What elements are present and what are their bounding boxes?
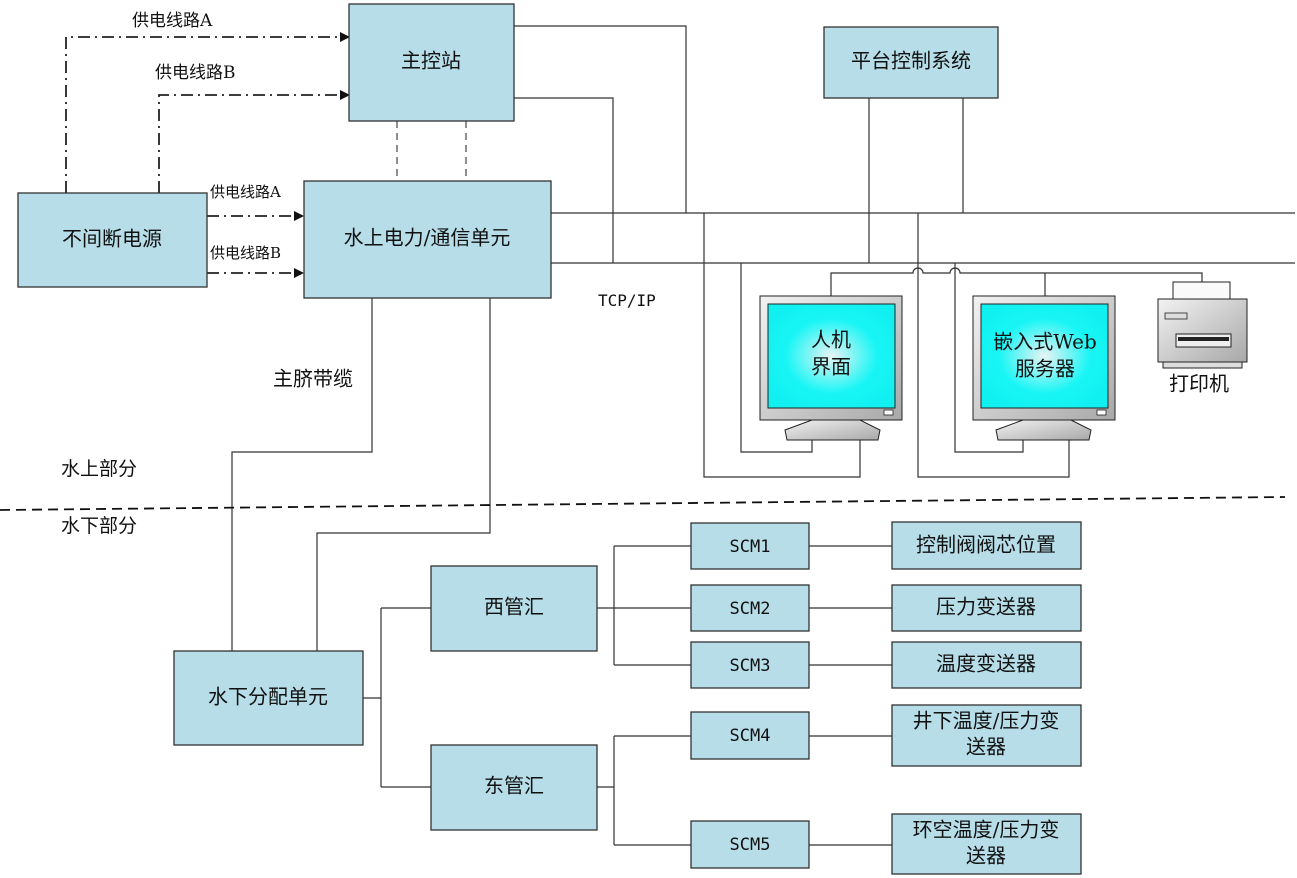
umbilical-cable	[231, 298, 491, 651]
supply-line-a-label: 供电线路A	[132, 11, 213, 31]
supply-line-a-label: 供电线路A	[210, 183, 281, 201]
scm5-box[interactable]	[690, 820, 810, 869]
tcpip-label: TCP/IP	[598, 291, 656, 310]
scm3-box[interactable]	[690, 641, 810, 689]
supply-line-b-label: 供电线路B	[210, 244, 281, 262]
subsea-distribution-box[interactable]	[173, 650, 364, 746]
pressure-transmitter-label: 压力变送器	[936, 595, 1036, 619]
scm1-box[interactable]	[690, 522, 810, 570]
subsea-connections	[363, 545, 892, 846]
platform-control-label: 平台控制系统	[851, 49, 971, 73]
supply-line-b-label: 供电线路B	[155, 63, 236, 83]
scm5-label: SCM5	[730, 835, 771, 855]
main-station-box[interactable]	[348, 3, 515, 122]
web-server-label-line2: 服务器	[1015, 357, 1075, 381]
west-manifold-box[interactable]	[430, 565, 598, 652]
water-line	[0, 496, 1286, 511]
downhole-transmitter-line1: 井下温度/压力变	[913, 709, 1060, 733]
below-water-label: 水下部分	[61, 515, 137, 537]
temperature-transmitter-box[interactable]	[891, 641, 1082, 689]
network-bus	[514, 25, 1295, 478]
platform-control-box[interactable]	[823, 26, 999, 99]
east-manifold-box[interactable]	[430, 744, 598, 831]
valve-position-label: 控制阀阀芯位置	[916, 533, 1056, 557]
scm4-box[interactable]	[690, 711, 810, 760]
web-server-label-line1: 嵌入式Web	[993, 330, 1097, 354]
scm4-label: SCM4	[730, 726, 771, 746]
umbilical-label: 主脐带缆	[273, 367, 353, 391]
valve-position-box[interactable]	[891, 521, 1082, 570]
above-water-label: 水上部分	[61, 458, 137, 480]
annulus-transmitter-line2: 送器	[966, 844, 1006, 868]
control-link	[396, 121, 467, 181]
scm3-label: SCM3	[730, 656, 771, 676]
downhole-transmitter-box[interactable]	[891, 704, 1082, 767]
pressure-transmitter-box[interactable]	[891, 584, 1082, 632]
temperature-transmitter-label: 温度变送器	[936, 652, 1036, 676]
annulus-transmitter-line1: 环空温度/压力变	[913, 818, 1060, 842]
ups-label: 不间断电源	[62, 227, 162, 251]
hmi-label-line1: 人机	[811, 328, 851, 352]
east-manifold-label: 东管汇	[484, 774, 544, 798]
subsea-distribution-label: 水下分配单元	[208, 685, 328, 709]
ups-box[interactable]	[17, 192, 208, 288]
scm2-box[interactable]	[690, 584, 810, 632]
supply-lines	[65, 32, 350, 278]
scm2-label: SCM2	[730, 599, 771, 619]
printer-icon[interactable]	[1157, 281, 1248, 369]
hmi-monitor-icon[interactable]	[759, 295, 903, 441]
scm1-label: SCM1	[730, 537, 771, 557]
printer-label: 打印机	[1169, 372, 1229, 396]
web-server-monitor-icon[interactable]	[972, 295, 1116, 441]
annulus-transmitter-box[interactable]	[891, 813, 1082, 875]
main-station-label: 主控站	[401, 49, 461, 73]
surface-unit-box[interactable]	[303, 180, 552, 299]
surface-unit-label: 水上电力/通信单元	[344, 226, 511, 250]
west-manifold-label: 西管汇	[484, 595, 544, 619]
downhole-transmitter-line2: 送器	[966, 735, 1006, 759]
hmi-label-line2: 界面	[811, 355, 851, 379]
